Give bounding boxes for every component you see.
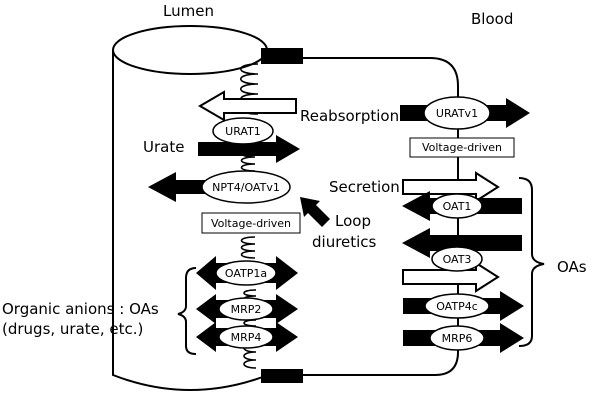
oas-bracket	[518, 177, 545, 347]
mrp6-label: MRP6	[442, 332, 473, 345]
oatp1a-transporter	[215, 260, 277, 286]
mrp4-label: MRP4	[231, 331, 262, 344]
reabsorption-label: Reabsorption	[300, 107, 399, 125]
urate-uptake-arrow	[198, 135, 300, 163]
oat3-transporter	[431, 246, 483, 272]
oatp1a-label: OATP1a	[225, 267, 267, 280]
oas-label: OAs	[557, 258, 587, 276]
urat1-label: URAT1	[225, 125, 261, 138]
mrp6-transporter	[429, 325, 485, 351]
uratv1-label: URATv1	[436, 107, 478, 120]
oat3-hollow-arrow	[402, 261, 500, 293]
oat1-label: OAT1	[443, 200, 472, 213]
tight-junction-bottom	[261, 369, 303, 383]
uratv1-voltage-label: Voltage-driven	[422, 141, 502, 154]
oatp4c-label: OATP4c	[436, 300, 478, 313]
loop-diuretics-label-line2: diuretics	[312, 233, 377, 251]
oat1-transporter	[431, 193, 483, 219]
urat1-transporter	[212, 117, 274, 145]
mrp2-label: MRP2	[231, 303, 262, 316]
uratv1-transporter	[423, 96, 491, 130]
npt4-voltage-label: Voltage-driven	[211, 217, 291, 230]
npt4-efflux-arrow	[148, 172, 246, 202]
urat1-reabsorption-arrow	[198, 90, 297, 122]
npt4-voltage-box	[201, 212, 301, 234]
secretion-label: Secretion	[329, 178, 400, 196]
apical-coil-middle	[240, 149, 256, 259]
organic-anions-bracket	[177, 267, 197, 355]
lumen-label: Lumen	[163, 2, 214, 20]
uratv1-voltage-box	[409, 137, 515, 158]
cell-outline	[268, 57, 459, 376]
npt4-label: NPT4/OATv1	[212, 181, 280, 194]
urate-label: Urate	[143, 138, 184, 156]
loop-diuretics-label-line1: Loop	[335, 212, 371, 230]
mrp2-transporter	[218, 297, 274, 321]
loop-diuretics-arrow	[300, 197, 330, 227]
oat3-label: OAT3	[443, 253, 472, 266]
organic-anions-label-line2: (drugs, urate, etc.)	[2, 320, 143, 338]
oatp4c-transporter	[424, 293, 490, 319]
organic-anions-label-line1: Organic anions : OAs	[2, 300, 159, 318]
npt4-transporter	[201, 170, 291, 204]
oat-middle-uptake-arrow	[402, 228, 522, 258]
tight-junction-top	[261, 48, 303, 64]
mrp4-transporter	[218, 325, 274, 349]
blood-label: Blood	[471, 10, 513, 28]
